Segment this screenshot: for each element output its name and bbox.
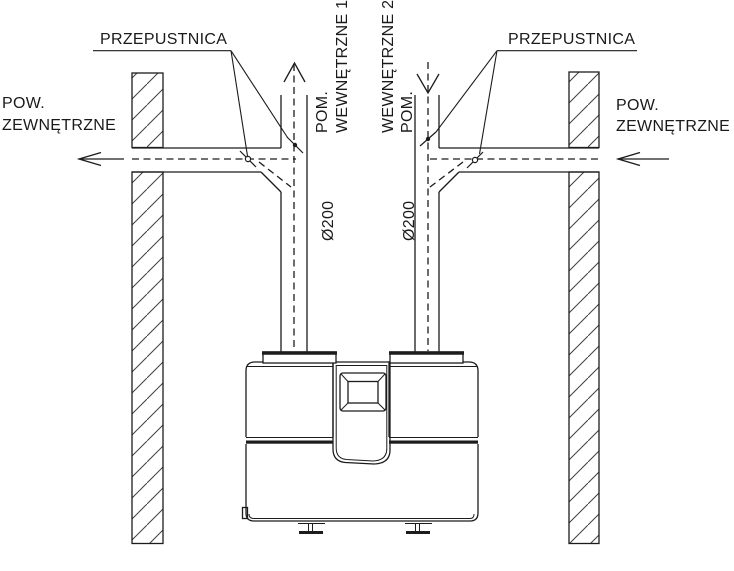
unit-side-tab — [241, 506, 249, 520]
ventilation-unit — [241, 351, 479, 534]
right-duct-collar — [389, 351, 464, 364]
right-damper-label: PRZEPUSTNICA — [508, 31, 635, 48]
extract-down-arrow-icon — [416, 73, 440, 95]
right-outdoor-air-label-line2: ZEWNĘTRZNE — [616, 118, 730, 135]
right-vertical-damper-icon — [419, 131, 437, 147]
unit-right-foot — [405, 523, 432, 534]
left-wall-lower-section — [131, 171, 164, 545]
control-panel — [332, 361, 391, 465]
left-damper-label: PRZEPUSTNICA — [100, 31, 227, 48]
flow-centerlines — [132, 62, 599, 351]
right-damper-leader — [435, 50, 637, 155]
right-duct-diameter-label: Ø200 — [401, 201, 418, 241]
room1-label-line2: WEWNĘTRZNE 1 — [334, 0, 351, 133]
exhaust-out-arrow-icon — [76, 151, 124, 167]
right-duct-outline — [414, 95, 599, 352]
room1-label-line1: POM. — [314, 91, 331, 133]
right-outdoor-air-label-line1: POW. — [616, 97, 659, 114]
room2-label-line2: WEWNĘTRZNE 2 — [380, 0, 397, 133]
left-horizontal-damper-icon — [239, 150, 257, 168]
unit-left-box — [245, 361, 334, 437]
unit-lower-inner-edge — [248, 513, 475, 519]
left-wall — [131, 72, 164, 545]
left-bend-centerline — [258, 161, 292, 188]
flow-arrows — [76, 61, 669, 167]
display-screen — [339, 372, 387, 412]
right-wall-lower-section — [568, 171, 600, 545]
room2-label-line1: POM. — [399, 91, 416, 133]
unit-right-box — [388, 361, 479, 437]
unit-lower-body — [245, 444, 479, 522]
supply-up-arrow-icon — [283, 61, 306, 83]
unit-left-foot — [298, 523, 325, 534]
dampers — [239, 131, 484, 169]
left-duct-diameter-label: Ø200 — [320, 201, 337, 241]
right-horizontal-damper-icon — [466, 151, 484, 169]
left-duct-collar — [262, 351, 337, 364]
left-wall-upper-section — [131, 72, 164, 149]
right-wall-upper-section — [568, 71, 600, 149]
left-duct-outline — [132, 95, 308, 352]
left-outdoor-air-label-line2: ZEWNĘTRZNE — [2, 117, 116, 134]
left-damper-leader — [93, 50, 288, 157]
unit-band-right — [389, 440, 478, 444]
intake-in-arrow-icon — [615, 151, 669, 167]
left-vertical-damper-icon — [286, 136, 304, 154]
leader-lines — [93, 50, 637, 157]
left-outdoor-air-label-line1: POW. — [2, 95, 45, 112]
right-bend-centerline — [429, 161, 464, 188]
right-wall — [568, 71, 600, 545]
unit-band-left — [246, 440, 333, 444]
